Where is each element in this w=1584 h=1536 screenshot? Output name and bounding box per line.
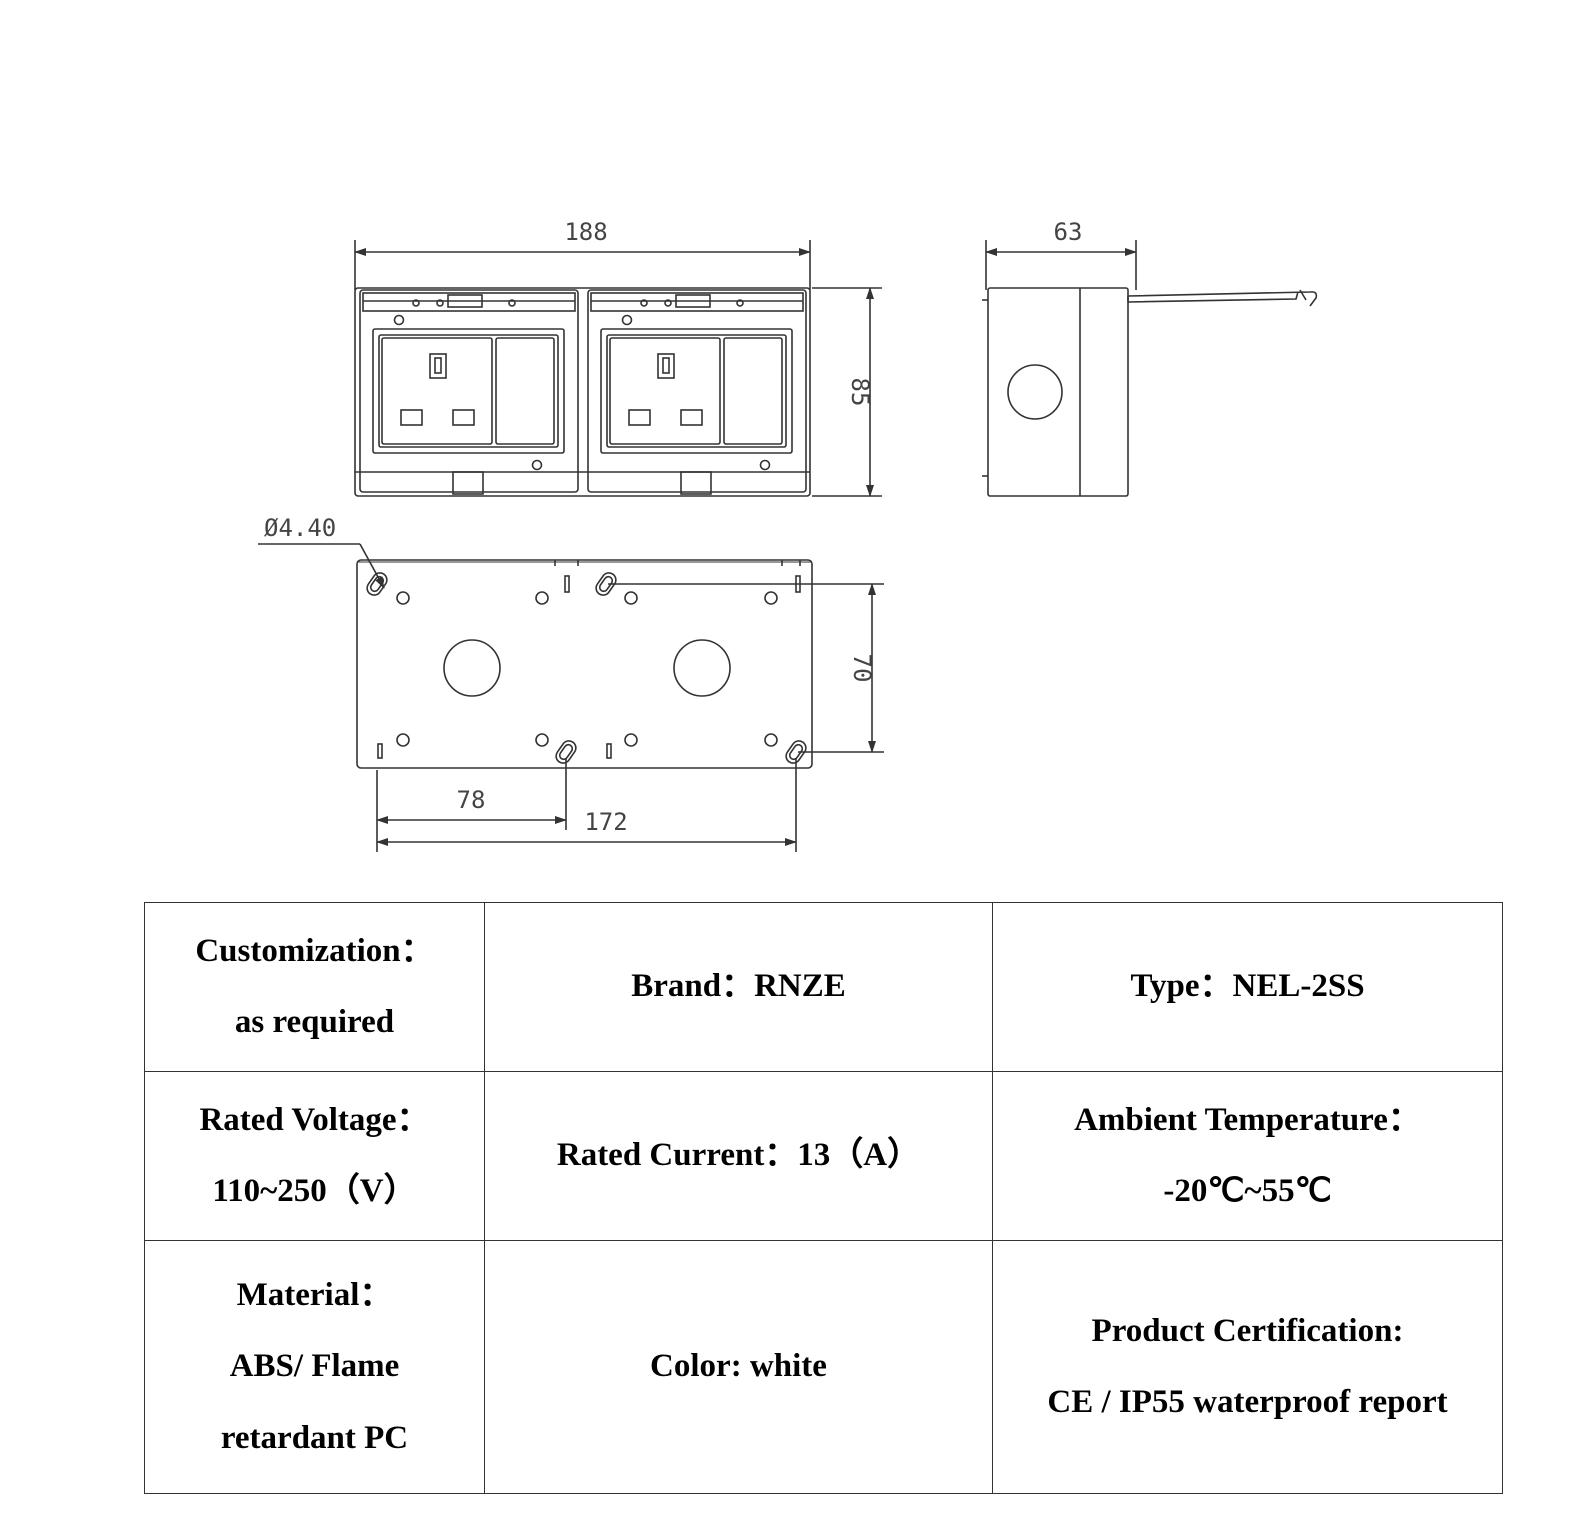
dim-back-height: 70 [848,654,876,683]
spec-cell-customization: Customization： as required [144,902,485,1072]
ambient-temperature-label: Ambient Temperature： [1074,1101,1421,1138]
spec-row: Rated Voltage： 110~250（V） Rated Current：… [144,1071,1503,1241]
material-value-line1: ABS/ Flame [229,1348,400,1385]
back-view: Ø4.40 70 78 172 [258,514,884,852]
spec-cell-color: Color: white [484,1240,993,1494]
brand-text: Brand：RNZE [631,968,846,1005]
front-view: 188 85 [354,218,882,497]
type-text: Type：NEL-2SS [1130,968,1365,1005]
socket-unit-right [587,289,807,495]
rated-voltage-value: 110~250（V） [212,1173,417,1209]
dim-hole-spacing-full: 172 [584,808,627,836]
customization-label: Customization： [195,932,434,969]
spec-cell-ambient-temperature: Ambient Temperature： -20℃~55℃ [992,1071,1503,1241]
spec-cell-rated-current: Rated Current：13（A） [484,1071,993,1241]
spec-table: Customization： as required Brand：RNZE Ty… [144,902,1503,1494]
dim-hole-diameter: Ø4.40 [264,514,336,542]
spec-row: Material： ABS/ Flame retardant PC Color:… [144,1240,1503,1494]
leader-hole-diameter [359,543,385,589]
back-knockout-right [673,639,731,697]
spec-cell-rated-voltage: Rated Voltage： 110~250（V） [144,1071,485,1241]
dim-side-depth: 63 [1054,218,1083,246]
technical-drawing: 188 85 [258,218,1318,852]
certification-label: Product Certification: [1091,1312,1404,1349]
dim-front-width: 188 [564,218,607,246]
socket-unit-left [359,289,579,495]
customization-value: as required [234,1004,395,1040]
spec-cell-type: Type：NEL-2SS [992,902,1503,1072]
certification-value: CE / IP55 waterproof report [1047,1384,1448,1420]
side-view: 63 [982,218,1318,497]
side-lid-open [1127,291,1318,307]
dim-front-height: 85 [846,378,874,407]
rated-voltage-label: Rated Voltage： [199,1101,430,1138]
material-label: Material： [236,1277,393,1314]
dim-hole-spacing-half: 78 [457,786,486,814]
material-value-line2: retardant PC [220,1419,409,1456]
spec-row: Customization： as required Brand：RNZE Ty… [144,902,1503,1072]
side-knockout [1007,364,1063,420]
spec-cell-brand: Brand：RNZE [484,902,993,1072]
ambient-temperature-value: -20℃~55℃ [1163,1173,1332,1209]
color-text: Color: white [650,1348,827,1385]
back-knockout-left [443,639,501,697]
spec-cell-certification: Product Certification: CE / IP55 waterpr… [992,1240,1503,1494]
spec-cell-material: Material： ABS/ Flame retardant PC [144,1240,485,1494]
rated-current-text: Rated Current：13（A） [556,1137,921,1174]
